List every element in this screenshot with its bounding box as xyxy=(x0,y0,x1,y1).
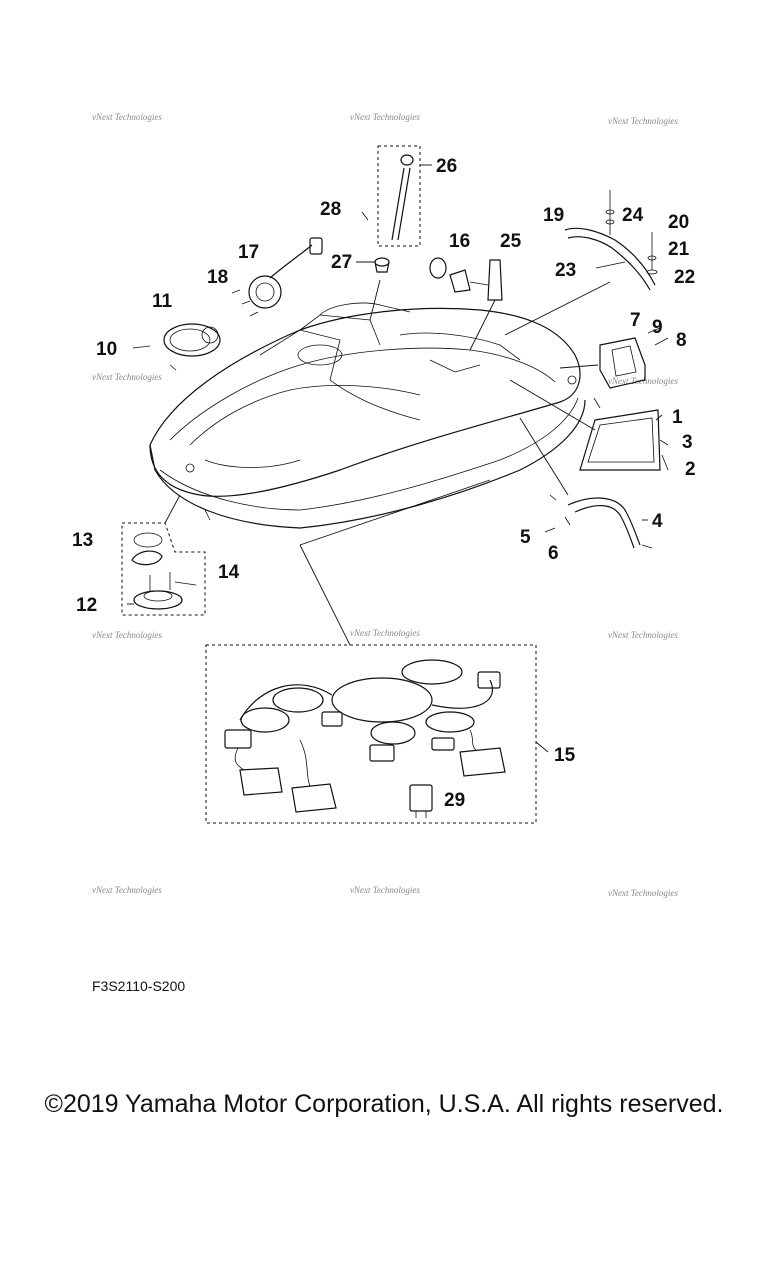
part-4-bracket xyxy=(567,497,641,549)
part-1-plate xyxy=(579,409,661,471)
part-7-control-box xyxy=(599,337,646,389)
watermark: vNext Technologies xyxy=(92,885,162,895)
callout-8: 8 xyxy=(676,330,687,351)
part-19-handle xyxy=(564,227,656,291)
watermark: vNext Technologies xyxy=(92,630,162,640)
callout-1: 1 xyxy=(672,407,683,428)
callout-28: 28 xyxy=(320,199,341,220)
part-16-connector xyxy=(449,269,471,293)
callout-9: 9 xyxy=(652,317,663,338)
part-12-cleat xyxy=(133,572,197,610)
callout-4: 4 xyxy=(652,511,663,532)
part-24-bolt xyxy=(605,190,615,235)
part-20-bolt xyxy=(646,232,658,275)
callouts: 1 2 3 4 5 6 7 8 9 10 11 12 13 14 15 16 1… xyxy=(72,156,696,811)
callout-2: 2 xyxy=(685,459,696,480)
watermark: vNext Technologies xyxy=(608,888,678,898)
part-26-box xyxy=(377,145,421,247)
callout-20: 20 xyxy=(668,212,689,233)
part-16-grommet xyxy=(429,257,447,279)
callout-11: 11 xyxy=(152,291,173,312)
copyright-notice: ©2019 Yamaha Motor Corporation, U.S.A. A… xyxy=(44,1090,724,1118)
part-18-screws xyxy=(231,289,259,317)
part-15-harness xyxy=(224,659,506,813)
callout-7: 7 xyxy=(630,310,641,331)
part-25-sensor xyxy=(487,259,503,301)
part-13-cap xyxy=(131,532,163,566)
callout-16: 16 xyxy=(449,231,470,252)
part-27-bushing xyxy=(374,257,390,273)
part-29-relay xyxy=(409,784,433,818)
callout-5: 5 xyxy=(520,527,531,548)
callout-19: 19 xyxy=(543,205,564,226)
part-17-cover xyxy=(248,237,323,309)
callout-26: 26 xyxy=(436,156,457,177)
watermark: vNext Technologies xyxy=(350,885,420,895)
callout-10: 10 xyxy=(96,339,117,360)
watermark: vNext Technologies xyxy=(92,372,162,382)
part-11-speaker xyxy=(163,323,221,357)
callout-21: 21 xyxy=(668,239,690,260)
callout-23: 23 xyxy=(555,260,576,281)
callout-3: 3 xyxy=(682,432,693,453)
callout-15: 15 xyxy=(554,745,576,766)
watermark: vNext Technologies xyxy=(608,116,678,126)
callout-24: 24 xyxy=(622,205,644,226)
boat-hull xyxy=(149,302,586,529)
watermarks: vNext Technologies vNext Technologies vN… xyxy=(92,112,678,898)
watermark: vNext Technologies xyxy=(350,628,420,638)
callout-12: 12 xyxy=(76,595,97,616)
callout-25: 25 xyxy=(500,231,522,252)
watermark: vNext Technologies xyxy=(350,112,420,122)
part-26-dipstick xyxy=(391,154,414,241)
watermark: vNext Technologies xyxy=(608,630,678,640)
callout-14: 14 xyxy=(218,562,240,583)
part-10-screw xyxy=(132,345,151,349)
part-15-box xyxy=(205,644,537,824)
watermark: vNext Technologies xyxy=(92,112,162,122)
callout-18: 18 xyxy=(207,267,228,288)
callout-22: 22 xyxy=(674,267,695,288)
callout-17: 17 xyxy=(238,242,259,263)
callout-27: 27 xyxy=(331,252,352,273)
callout-29: 29 xyxy=(444,790,465,811)
callout-6: 6 xyxy=(548,543,559,564)
diagram-code: F3S2110-S200 xyxy=(92,978,186,994)
callout-13: 13 xyxy=(72,530,93,551)
